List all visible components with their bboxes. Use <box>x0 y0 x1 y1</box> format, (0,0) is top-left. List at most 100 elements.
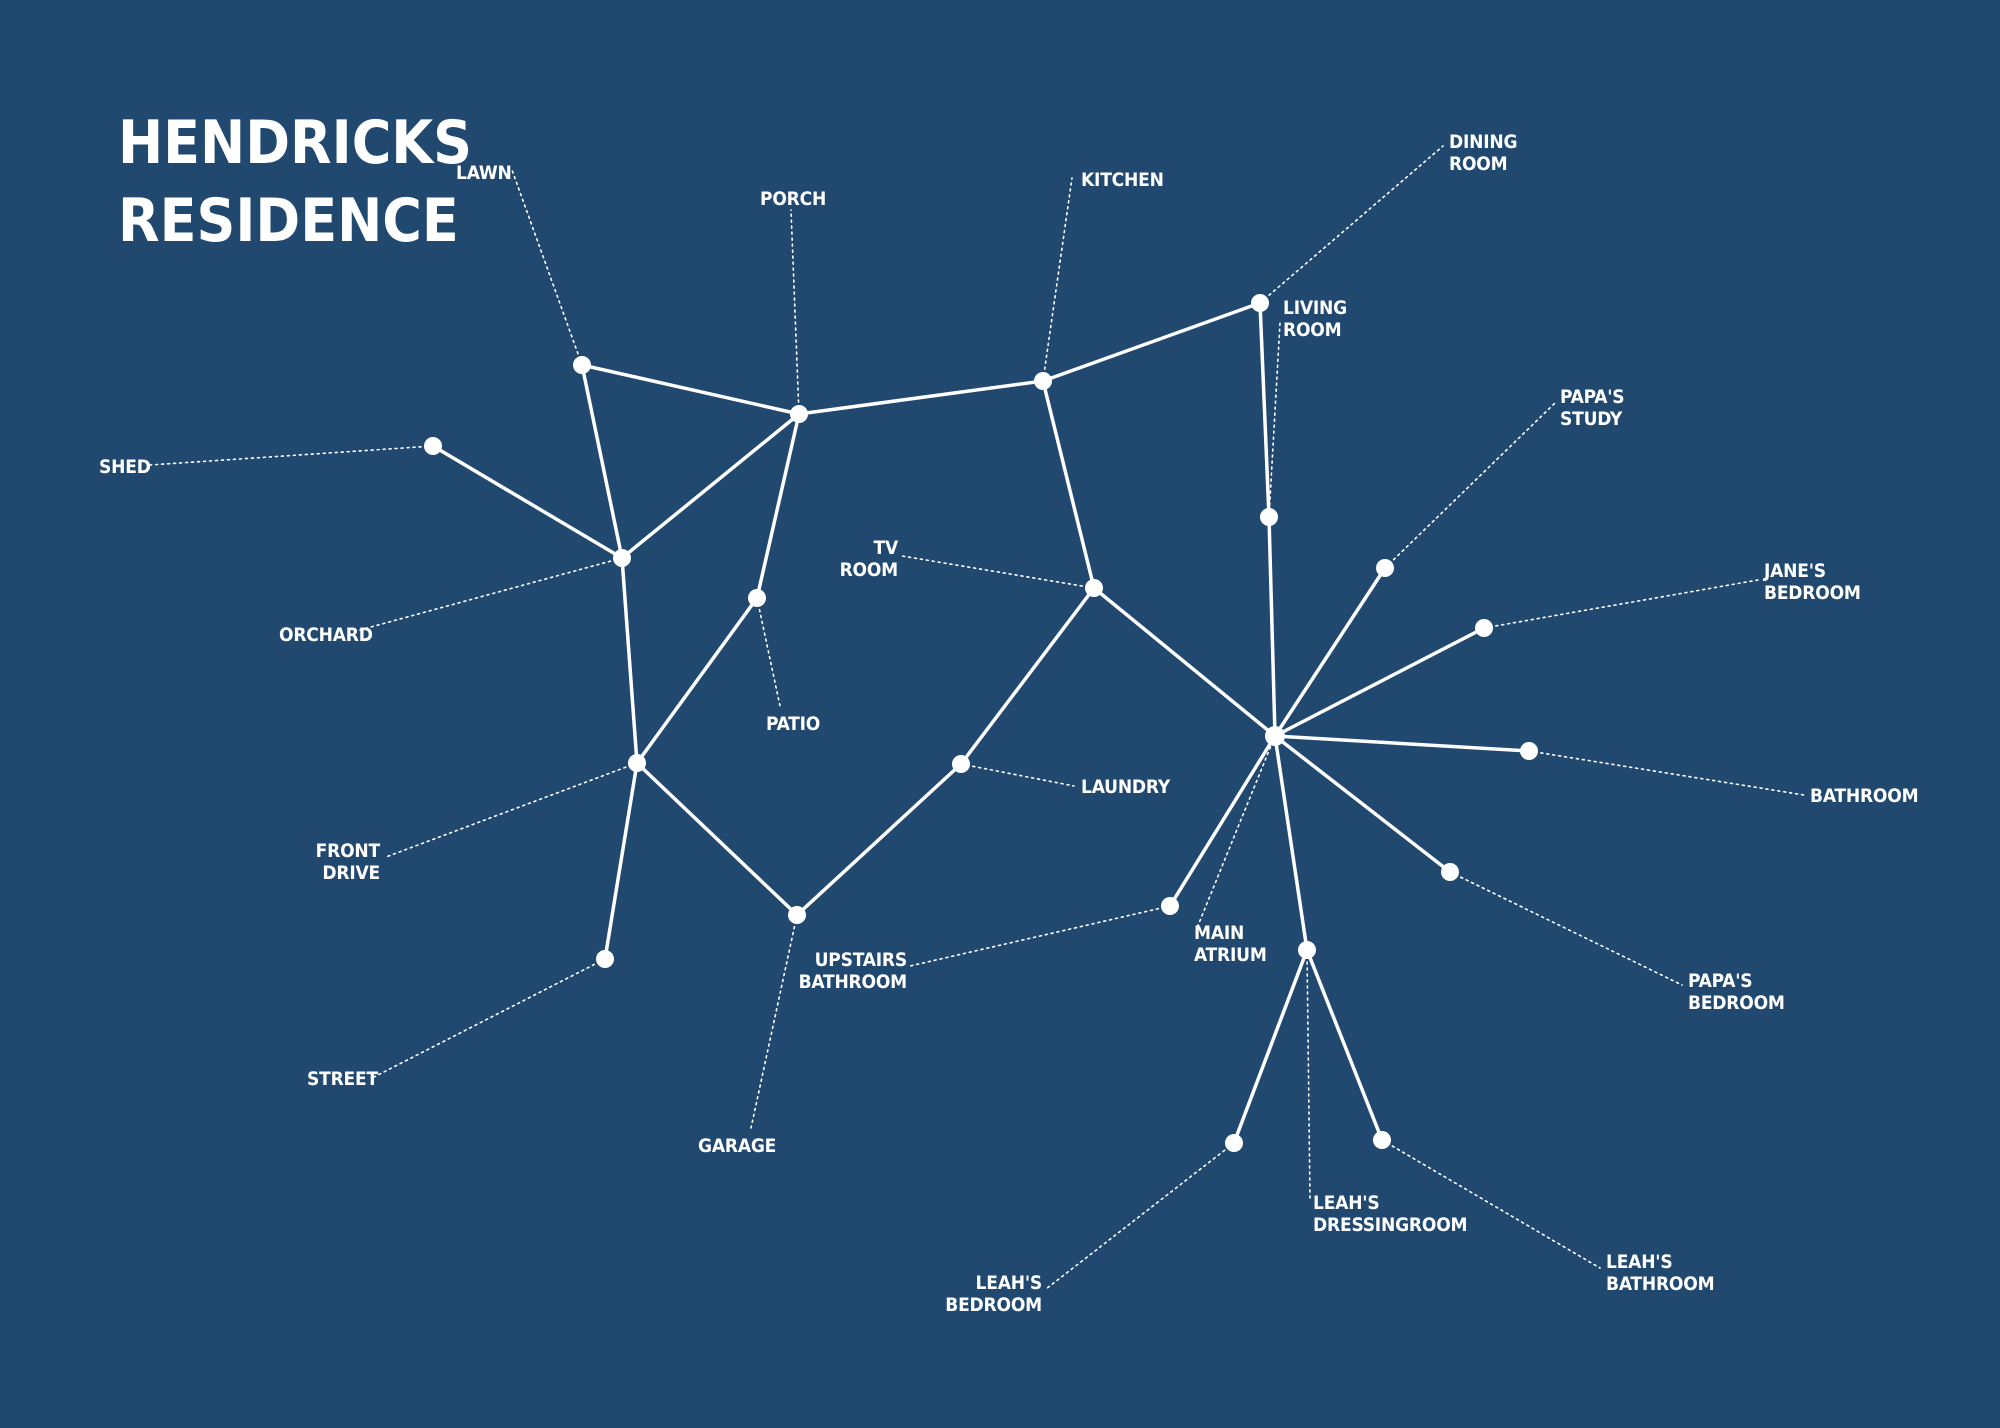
node-tv-room <box>1085 579 1103 597</box>
leader-line-garage <box>750 914 798 1129</box>
label-main-atrium: MAIN ATRIUM <box>1194 922 1267 966</box>
leader-line-papas-study <box>1384 402 1556 569</box>
leader-line-leahs-bedroom <box>1045 1142 1235 1290</box>
node-upstairs-bathroom <box>1161 897 1179 915</box>
label-upstairs-bathroom: UPSTAIRS BATHROOM <box>795 949 908 993</box>
label-leahs-bedroom-line-1: LEAH'S <box>975 1272 1043 1294</box>
edge-main-atrium-bathroom <box>1273 734 1531 753</box>
label-kitchen: KITCHEN <box>1081 169 1164 191</box>
label-garage: GARAGE <box>698 1135 776 1157</box>
node-dining-room <box>1251 294 1269 312</box>
edge-living-room-main-atrium <box>1267 515 1277 738</box>
leader-line-street <box>373 958 606 1078</box>
label-garage-line-1: GARAGE <box>698 1135 777 1157</box>
label-bathroom: BATHROOM <box>1810 785 1919 807</box>
label-patio-line-1: PATIO <box>766 713 821 735</box>
leader-line-bathroom <box>1528 750 1805 796</box>
leader-line-dining-room <box>1259 145 1444 304</box>
leader-line-leahs-bathroom <box>1381 1139 1601 1269</box>
node-porch <box>790 405 808 423</box>
label-porch: PORCH <box>760 188 826 210</box>
leader-line-lawn <box>511 169 583 366</box>
node-main-atrium <box>1265 726 1285 746</box>
node-kitchen <box>1034 372 1052 390</box>
label-leahs-dressingroom: LEAH'S DRESSINGROOM <box>1313 1192 1468 1236</box>
edge-laundry-tv-room <box>959 586 1096 766</box>
label-papas-bedroom-line-2: BEDROOM <box>1688 992 1785 1014</box>
label-dining-room: DINING ROOM <box>1449 131 1518 175</box>
label-living-room: LIVING ROOM <box>1283 297 1347 341</box>
label-front-drive-line-1: FRONT <box>315 840 381 862</box>
node-papas-study <box>1376 559 1394 577</box>
edge-front-drive-street <box>603 761 639 961</box>
label-main-atrium-line-2: ATRIUM <box>1194 944 1267 966</box>
leader-lines <box>149 145 1805 1290</box>
edge-kitchen-tv-room <box>1041 379 1096 590</box>
label-upstairs-bathroom-line-1: UPSTAIRS <box>814 949 908 971</box>
title-line-1: HENDRICKS <box>118 108 473 178</box>
edge-shed-orchard <box>431 444 624 560</box>
label-kitchen-line-1: KITCHEN <box>1081 169 1164 191</box>
label-tv-room: TV ROOM <box>830 537 899 581</box>
leader-line-kitchen <box>1042 177 1073 382</box>
label-porch-line-1: PORCH <box>760 188 827 210</box>
node-patio <box>748 589 766 607</box>
label-leahs-bathroom-line-1: LEAH'S <box>1606 1251 1673 1273</box>
label-living-room-line-1: LIVING <box>1283 297 1347 319</box>
leader-line-patio <box>756 597 781 707</box>
edge-porch-patio <box>755 412 801 600</box>
node-leahs-dressingroom <box>1298 941 1316 959</box>
diagram-title: HENDRICKS RESIDENCE <box>118 104 472 260</box>
node-living-room <box>1260 508 1278 526</box>
edge-tv-room-main-atrium <box>1092 586 1277 738</box>
room-nodes <box>424 294 1538 1152</box>
label-orchard: ORCHARD <box>279 624 373 646</box>
edge-main-atrium-papas-bedroom <box>1273 734 1452 874</box>
label-leahs-bedroom: LEAH'S BEDROOM <box>942 1272 1042 1316</box>
label-leahs-bedroom-line-2: BEDROOM <box>945 1294 1042 1316</box>
node-janes-bedroom <box>1475 619 1493 637</box>
label-papas-study: PAPA'S STUDY <box>1560 386 1625 430</box>
node-street <box>596 950 614 968</box>
label-tv-room-line-2: ROOM <box>839 559 899 581</box>
label-front-drive: FRONT DRIVE <box>300 840 381 884</box>
label-living-room-line-2: ROOM <box>1283 319 1342 341</box>
edge-lawn-porch <box>580 363 801 416</box>
leader-line-main-atrium <box>1196 735 1276 929</box>
label-lawn: LAWN <box>456 162 512 184</box>
label-street-line-1: STREET <box>307 1068 378 1090</box>
edge-porch-kitchen <box>797 379 1045 416</box>
leader-line-leahs-dressingroom <box>1306 949 1311 1201</box>
label-shed-line-1: SHED <box>99 456 151 478</box>
node-garage <box>788 906 806 924</box>
leader-line-front-drive <box>385 762 638 858</box>
label-papas-bedroom: PAPA'S BEDROOM <box>1688 970 1785 1014</box>
label-papas-bedroom-line-1: PAPA'S <box>1688 970 1753 992</box>
edge-main-atrium-upstairs-bathroom <box>1168 734 1277 908</box>
node-laundry <box>952 755 970 773</box>
edge-dining-room-living-room <box>1258 301 1271 519</box>
node-leahs-bathroom <box>1373 1131 1391 1149</box>
label-janes-bedroom-line-1: JANE'S <box>1764 560 1826 582</box>
label-street: STREET <box>307 1068 378 1090</box>
label-janes-bedroom-line-2: BEDROOM <box>1764 582 1861 604</box>
node-bathroom <box>1520 742 1538 760</box>
leader-line-orchard <box>359 557 623 631</box>
edge-patio-front-drive <box>635 596 759 765</box>
label-tv-room-line-1: TV <box>873 537 899 559</box>
node-shed <box>424 437 442 455</box>
edge-leahs-dressingroom-leahs-bedroom <box>1232 948 1309 1145</box>
label-dining-room-line-1: DINING <box>1449 131 1518 153</box>
edge-kitchen-dining-room <box>1041 301 1262 383</box>
label-orchard-line-1: ORCHARD <box>279 624 373 646</box>
leader-line-janes-bedroom <box>1483 579 1759 629</box>
label-janes-bedroom: JANE'S BEDROOM <box>1764 560 1861 604</box>
label-bathroom-line-1: BATHROOM <box>1810 785 1919 807</box>
label-papas-study-line-2: STUDY <box>1560 408 1623 430</box>
leader-line-porch <box>790 209 800 415</box>
label-leahs-dressingroom-line-2: DRESSINGROOM <box>1313 1214 1468 1236</box>
leader-line-laundry <box>960 763 1075 787</box>
leader-line-shed <box>149 445 434 466</box>
